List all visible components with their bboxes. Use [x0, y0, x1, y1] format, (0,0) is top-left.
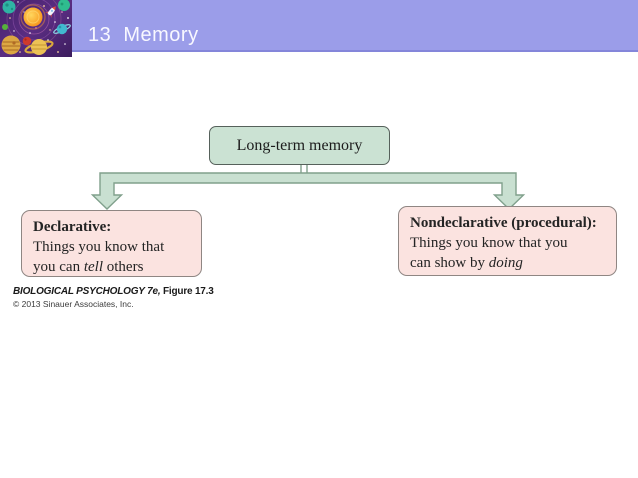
figure-attribution: BIOLOGICAL PSYCHOLOGY 7e, Figure 17.3 © … [13, 286, 214, 309]
solar-system-logo-image [0, 0, 72, 57]
header-banner: 13 Memory [0, 0, 638, 52]
nondeclarative-line3: can show by doing [410, 254, 523, 271]
declarative-line2: Things you know that [33, 238, 165, 255]
nondeclarative-title: Nondeclarative (procedural): [410, 215, 597, 231]
copyright-line: © 2013 Sinauer Associates, Inc. [13, 299, 134, 309]
declarative-line3: you can tell others [33, 258, 144, 275]
declarative-box: Declarative: Things you know that you ca… [21, 210, 202, 277]
long-term-memory-label: Long-term memory [236, 136, 363, 154]
nondeclarative-box: Nondeclarative (procedural): Things you … [398, 206, 617, 276]
long-term-memory-box: Long-term memory [209, 126, 390, 165]
chapter-title: 13 Memory [88, 24, 199, 46]
nondeclarative-line2: Things you know that you [410, 234, 568, 251]
declarative-title: Declarative: [33, 219, 112, 235]
figure-source: BIOLOGICAL PSYCHOLOGY 7e, Figure 17.3 [13, 286, 214, 297]
